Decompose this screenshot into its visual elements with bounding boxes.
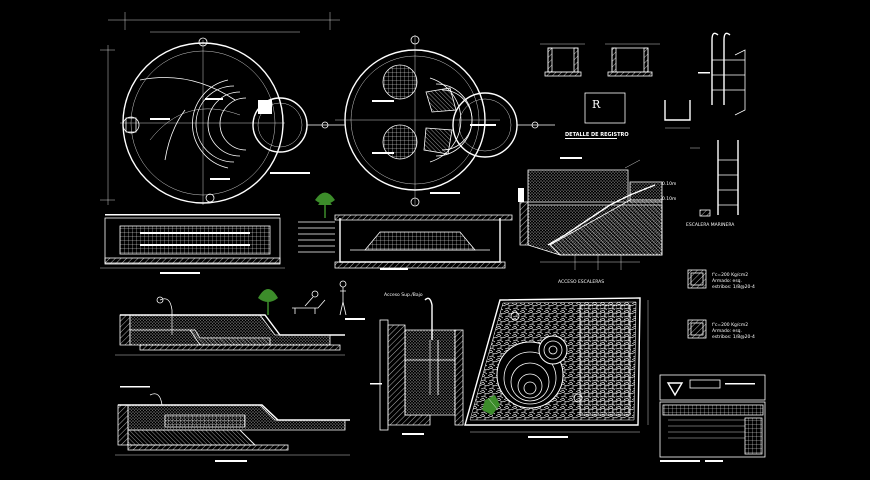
detalle-registro-title: DETALLE DE REGISTRO — [565, 132, 629, 138]
pool-plan-view-1 — [100, 12, 345, 205]
amphitheater-steps — [192, 79, 272, 169]
plant-icon — [315, 192, 335, 218]
lounge-chair — [292, 290, 326, 314]
grid-pavement — [579, 304, 631, 416]
tree-icon — [258, 289, 278, 315]
ladder-side: ESCALERA MARINERA — [686, 140, 739, 228]
fc-note-2c: estribos: 1/8@20-4 — [712, 334, 755, 340]
fc-note-1b: Armado: esq. — [712, 278, 742, 284]
grid-circle-bottom — [382, 124, 418, 160]
fc-note-1: f'c=200 Kg/cm2 — [712, 272, 748, 278]
longitudinal-section-1 — [115, 280, 365, 356]
fc-note-2b: Armado: esq. — [712, 328, 742, 334]
stair-section: 0.10m 0.10m ACCESO ESCALERAS — [518, 157, 676, 285]
escalera-label: ESCALERA MARINERA — [686, 222, 735, 228]
registro-box — [584, 92, 626, 124]
title-block — [659, 374, 766, 462]
acceso-escaleras-label: ACCESO ESCALERAS — [558, 279, 604, 285]
ladder-section: Acceso Sup./Bajo — [370, 292, 464, 435]
fc-note-2: f'c=200 Kg/cm2 — [712, 322, 748, 328]
pool-plan-view-2 — [335, 35, 555, 207]
pool-section-2 — [298, 192, 513, 270]
column-detail-2: f'c=200 Kg/cm2 Armado: esq. estribos: 1/… — [687, 319, 755, 340]
dim-top: 0.10m — [662, 181, 676, 187]
ladder-elevation — [698, 32, 746, 116]
fountain-circles — [496, 335, 568, 409]
dim-bottom: 0.10m — [662, 196, 676, 202]
pool-section-1 — [100, 214, 285, 274]
acceso-label: Acceso Sup./Bajo — [384, 292, 423, 298]
column-detail-1: f'c=200 Kg/cm2 Armado: esq. estribos: 1/… — [687, 269, 755, 290]
longitudinal-section-2 — [115, 386, 350, 462]
person-figure — [339, 280, 347, 316]
fc-note-1c: estribos: 1/8@20-4 — [712, 284, 755, 290]
grid-circle-top — [382, 64, 418, 100]
site-plan — [464, 297, 649, 438]
registro-letter: R — [592, 98, 601, 111]
registro-details: R DETALLE DE REGISTRO ESCALERA MARINERA — [540, 32, 746, 228]
site-tree-icon — [482, 395, 500, 415]
